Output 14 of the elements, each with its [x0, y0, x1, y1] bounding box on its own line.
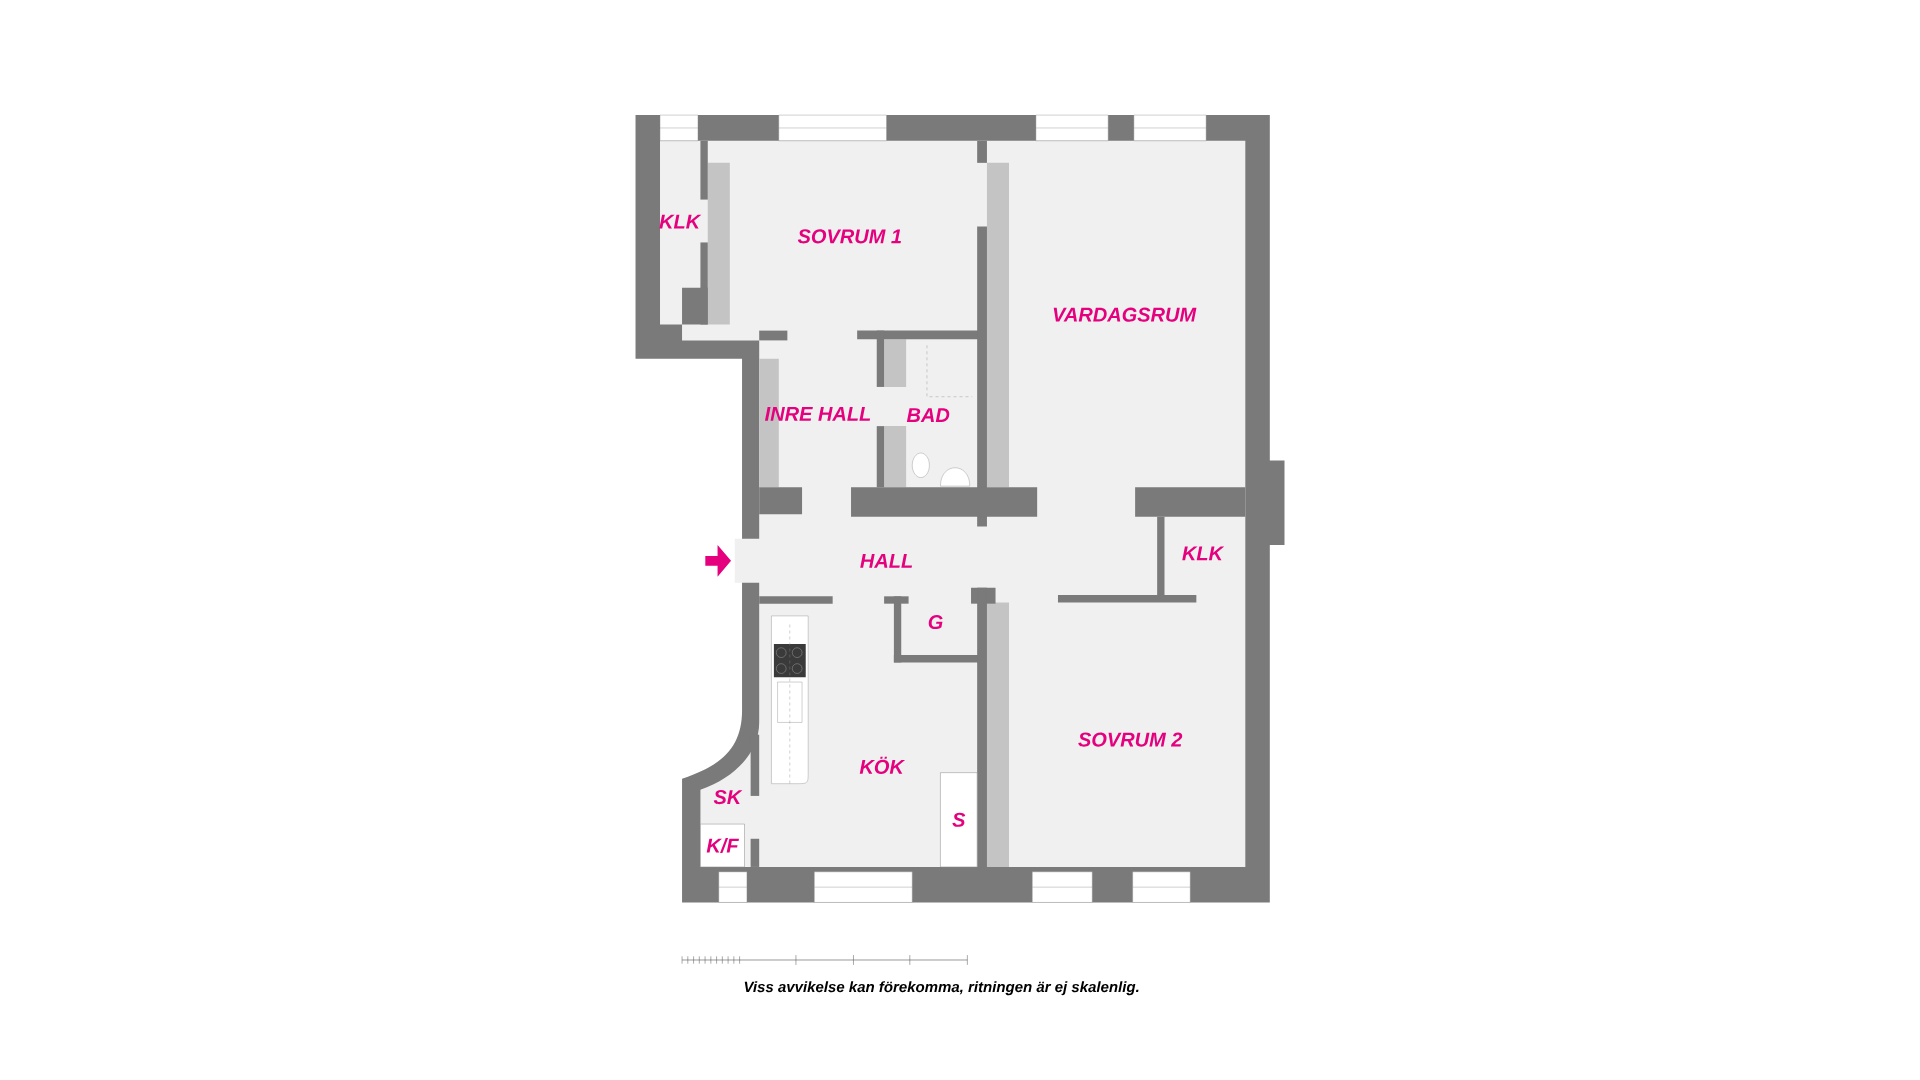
room-label: SOVRUM 1 — [797, 229, 901, 244]
room-label: KÖK — [859, 756, 906, 774]
wardrobe-box: S — [940, 772, 978, 868]
room-label: VARDAGSRUM — [1053, 307, 1197, 322]
room-label: G — [928, 614, 943, 630]
room-label: BAD — [906, 408, 950, 422]
room-label: KLK — [659, 214, 702, 229]
room-label: SOVRUM 2 — [1078, 732, 1183, 747]
room-label: INRE HALL — [765, 407, 871, 421]
room-label: HALL — [860, 553, 912, 568]
room-label: SK — [713, 790, 743, 805]
appliance-box: K/F — [700, 823, 745, 868]
caption: Viss avvikelse kan förekomma, ritningen är ej skalenlig. — [744, 981, 1139, 996]
room-label: KLK — [1182, 546, 1225, 561]
